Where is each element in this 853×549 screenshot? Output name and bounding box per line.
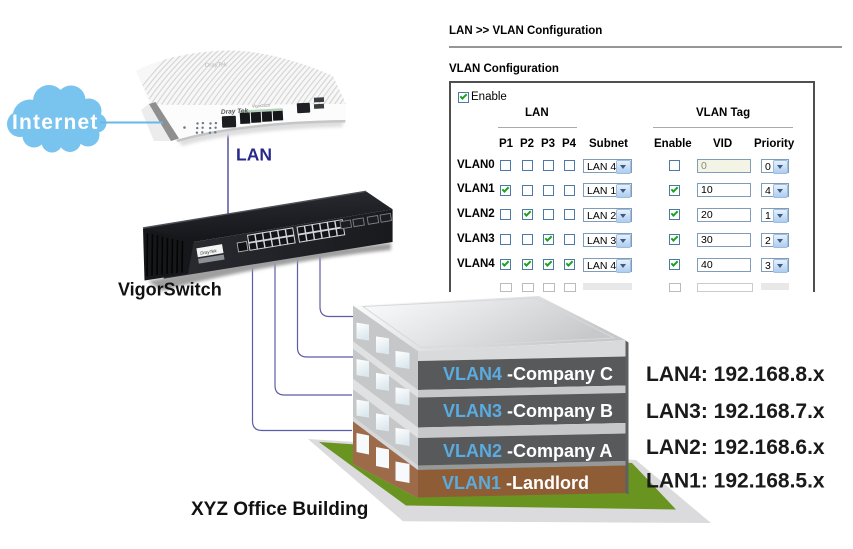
svg-text:DrayTek: DrayTek [200, 248, 218, 256]
svg-text:DrayTek: DrayTek [205, 62, 228, 69]
svg-text:Vigor2820: Vigor2820 [252, 103, 271, 109]
svg-text:-Company C: -Company C [507, 364, 613, 384]
svg-text:LAN1: 192.168.5.x: LAN1: 192.168.5.x [646, 470, 825, 493]
svg-text:VLAN1: VLAN1 [442, 473, 501, 493]
svg-text:XYZ Office Building: XYZ Office Building [191, 499, 368, 520]
svg-text:VLAN3: VLAN3 [443, 401, 502, 421]
svg-text:-Company A: -Company A [507, 441, 612, 461]
svg-text:LAN: LAN [236, 145, 272, 165]
svg-text:-Landlord: -Landlord [506, 473, 589, 493]
svg-text:LAN2: 192.168.6.x: LAN2: 192.168.6.x [646, 436, 825, 459]
svg-text:-Company B: -Company B [507, 401, 613, 421]
svg-text:LAN4: 192.168.8.x: LAN4: 192.168.8.x [646, 363, 825, 386]
svg-text:VigorSwitch: VigorSwitch [118, 280, 222, 300]
svg-text:VLAN4: VLAN4 [443, 364, 502, 384]
svg-text:VLAN2: VLAN2 [443, 441, 502, 461]
svg-text:LAN3: 192.168.7.x: LAN3: 192.168.7.x [646, 400, 825, 423]
svg-text:Dray Tek: Dray Tek [221, 108, 249, 116]
svg-text:Internet: Internet [12, 111, 99, 134]
